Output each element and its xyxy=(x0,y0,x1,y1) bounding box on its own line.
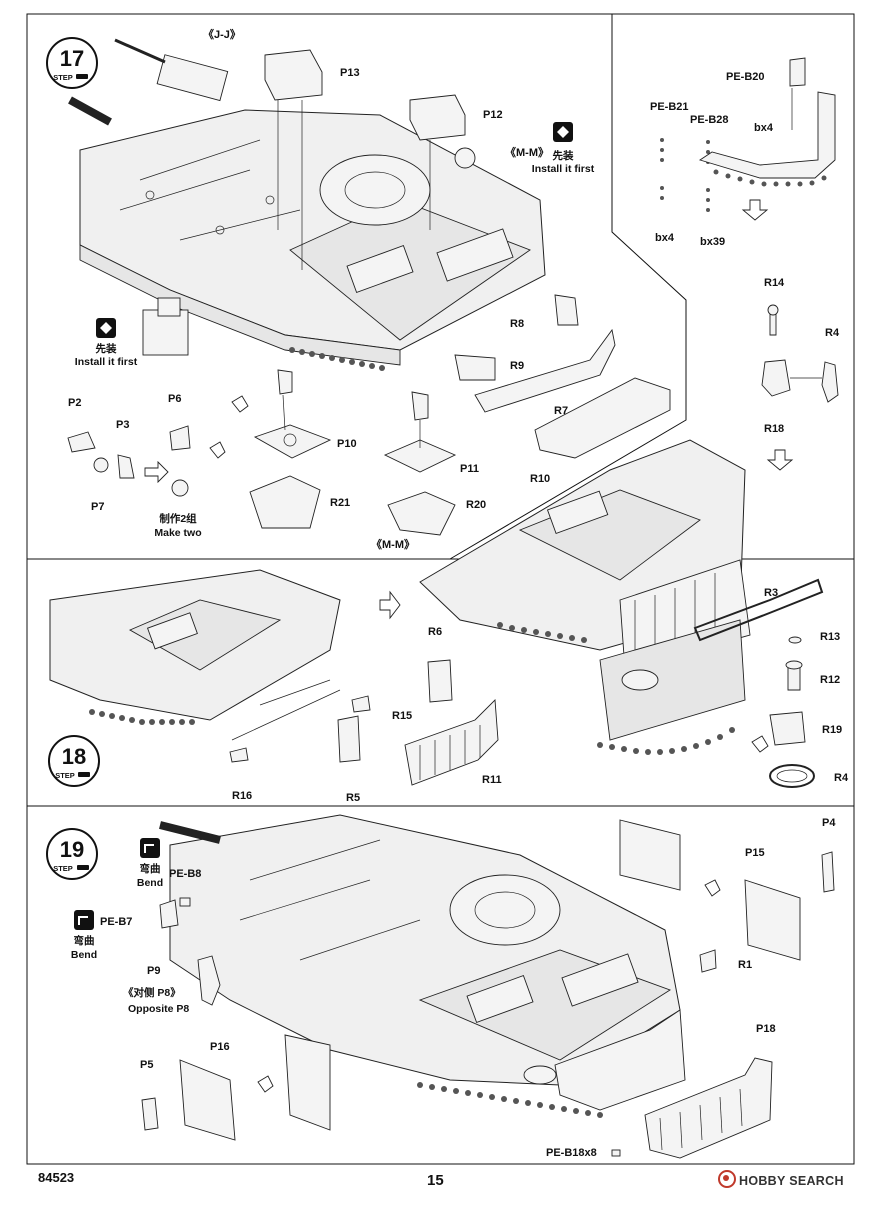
sub-assembly-p10 xyxy=(249,369,332,529)
sub-assembly-p11 xyxy=(383,391,457,536)
label-R1: R1 xyxy=(738,959,752,971)
step17-parts xyxy=(67,49,671,536)
label-PE-B7: PE-B7 xyxy=(100,916,132,928)
label-PE-B28: PE-B28 xyxy=(690,114,729,126)
step18-hull xyxy=(49,439,751,755)
label-R12: R12 xyxy=(820,674,840,686)
label-view-mm-top: 《M-M》 xyxy=(505,146,549,159)
label-R19: R19 xyxy=(822,724,842,736)
label-R20: R20 xyxy=(466,499,486,511)
step-badge-17: 17 STEP xyxy=(46,37,98,89)
label-R9: R9 xyxy=(510,360,524,372)
install-first-icon xyxy=(553,122,573,142)
step17-hull xyxy=(68,38,546,371)
label-P5: P5 xyxy=(140,1059,153,1071)
label-P11: P11 xyxy=(460,463,479,475)
label-R21: R21 xyxy=(330,497,350,509)
label-P18: P18 xyxy=(756,1023,776,1035)
install-first-icon-2 xyxy=(96,318,116,338)
watermark-text: HOBBY SEARCH xyxy=(739,1174,844,1188)
label-bend-cn-1: 弯曲 xyxy=(140,862,161,875)
step19-parts xyxy=(141,819,835,1159)
label-make-en: Make two xyxy=(154,527,201,539)
label-bx4-1: bx4 xyxy=(754,122,774,134)
step-number-17: 17 xyxy=(60,46,84,71)
label-P4: P4 xyxy=(822,817,836,829)
label-P7: P7 xyxy=(91,501,104,513)
label-R15: R15 xyxy=(392,710,412,722)
bend-icon-1 xyxy=(140,838,160,858)
label-R18: R18 xyxy=(764,423,784,435)
label-view-mm-bottom: 《M-M》 xyxy=(371,538,415,551)
step-word-18: STEP xyxy=(55,771,75,780)
step18-labels: R6 R15 R16 R5 R11 R3 R13 R12 R19 R4 xyxy=(232,587,849,804)
label-install-en-2: Install it first xyxy=(75,356,138,368)
label-R5: R5 xyxy=(346,792,360,804)
step-badge-18: 18 STEP xyxy=(48,735,100,787)
label-R16: R16 xyxy=(232,790,252,802)
step17-labels: 《J-J》 P13 P12 《M-M》 先装 Install it first … xyxy=(68,28,595,551)
label-P9: P9 xyxy=(147,965,160,977)
page-number: 15 xyxy=(427,1172,444,1189)
label-view-jj: 《J-J》 xyxy=(203,28,241,41)
label-R4-bottom: R4 xyxy=(834,772,849,784)
label-bend-en-1: Bend xyxy=(137,877,163,889)
step-number-19: 19 xyxy=(60,837,84,862)
step17b-labels: PE-B20 PE-B21 PE-B28 bx4 bx4 bx39 R14 R4… xyxy=(650,71,840,435)
label-install-cn-2: 先装 xyxy=(96,342,117,355)
label-bx39: bx39 xyxy=(700,236,725,248)
label-PE-B21: PE-B21 xyxy=(650,101,689,113)
label-bx4-2: bx4 xyxy=(655,232,675,244)
label-P16: P16 xyxy=(210,1041,230,1053)
step19-hull xyxy=(159,814,686,1118)
label-R8: R8 xyxy=(510,318,524,330)
label-make-cn: 制作2组 xyxy=(159,512,197,525)
label-PE-B18x8: PE-B18x8 xyxy=(546,1147,597,1159)
label-R13: R13 xyxy=(820,631,840,643)
bend-icon-2 xyxy=(74,910,94,930)
label-install-cn-1: 先装 xyxy=(553,149,574,162)
label-opposite-en: Opposite P8 xyxy=(128,1003,189,1015)
hobby-search-logo-icon xyxy=(718,1170,736,1188)
label-opposite-cn: 《对侧 P8》 xyxy=(123,986,181,999)
label-R7: R7 xyxy=(554,405,568,417)
label-R4-top: R4 xyxy=(825,327,840,339)
label-R14: R14 xyxy=(764,277,785,289)
label-P6: P6 xyxy=(168,393,181,405)
label-P15: P15 xyxy=(745,847,765,859)
step18-parts xyxy=(229,578,824,788)
label-P13: P13 xyxy=(340,67,360,79)
label-install-en-1: Install it first xyxy=(532,163,595,175)
step-word-17: STEP xyxy=(53,73,73,82)
label-PE-B20: PE-B20 xyxy=(726,71,765,83)
label-R6: R6 xyxy=(428,626,442,638)
label-R3: R3 xyxy=(764,587,778,599)
label-R11: R11 xyxy=(482,774,502,786)
kit-code: 84523 xyxy=(38,1170,75,1185)
label-bend-cn-2: 弯曲 xyxy=(74,934,95,947)
label-PE-B8: PE-B8 xyxy=(169,868,201,880)
step-word-19: STEP xyxy=(53,864,73,873)
label-P2: P2 xyxy=(68,397,81,409)
label-P10: P10 xyxy=(337,438,357,450)
label-bend-en-2: Bend xyxy=(71,949,97,961)
step17b-parts xyxy=(660,57,839,471)
label-P3: P3 xyxy=(116,419,129,431)
watermark: HOBBY SEARCH xyxy=(718,1170,844,1188)
label-P12: P12 xyxy=(483,109,503,121)
step19-labels: 弯曲 Bend 弯曲 Bend PE-B8 PE-B7 P9 《对侧 P8》 O… xyxy=(71,817,836,1159)
step-number-18: 18 xyxy=(62,744,86,769)
label-R10: R10 xyxy=(530,473,550,485)
step-badge-19: 19 STEP xyxy=(46,828,98,880)
